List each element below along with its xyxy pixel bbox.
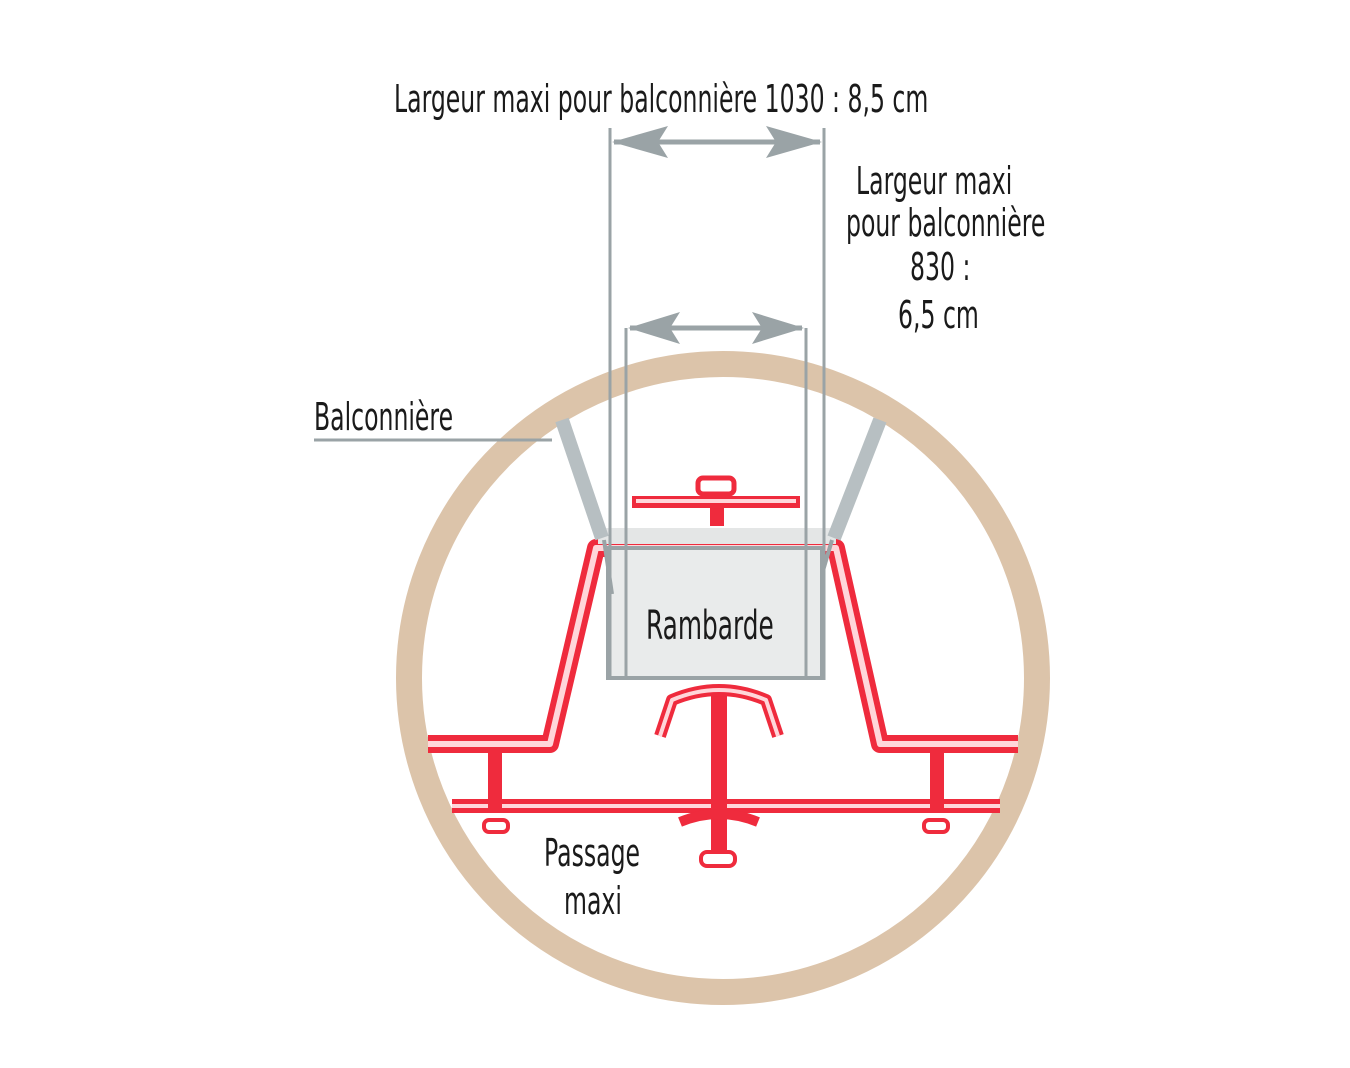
label-balconniere: Balconnière	[314, 395, 454, 439]
balconniere-brackets	[555, 417, 887, 595]
dimension-1030	[608, 126, 826, 680]
bolt-left	[482, 752, 510, 834]
label-passage-line1: Passage	[544, 831, 641, 875]
label-largeur-830-line1: Largeur maxi	[856, 159, 1013, 203]
rambarde-flange	[598, 528, 836, 544]
detail-ring	[396, 351, 1050, 1005]
label-passage-line2: maxi	[564, 879, 622, 923]
label-largeur-830-line2: pour balconnière	[846, 201, 1046, 245]
dimension-830	[624, 312, 808, 676]
label-largeur-830-line4: 6,5 cm	[898, 293, 979, 337]
label-rambarde: Rambarde	[646, 603, 774, 649]
label-largeur-1030: Largeur maxi pour balconnière 1030 : 8,5…	[394, 77, 929, 121]
center-bolt	[654, 684, 784, 868]
rambarde-box	[606, 546, 824, 680]
top-clamp	[632, 475, 800, 526]
bolt-right	[922, 752, 950, 834]
label-largeur-830-line3: 830 :	[910, 245, 971, 289]
